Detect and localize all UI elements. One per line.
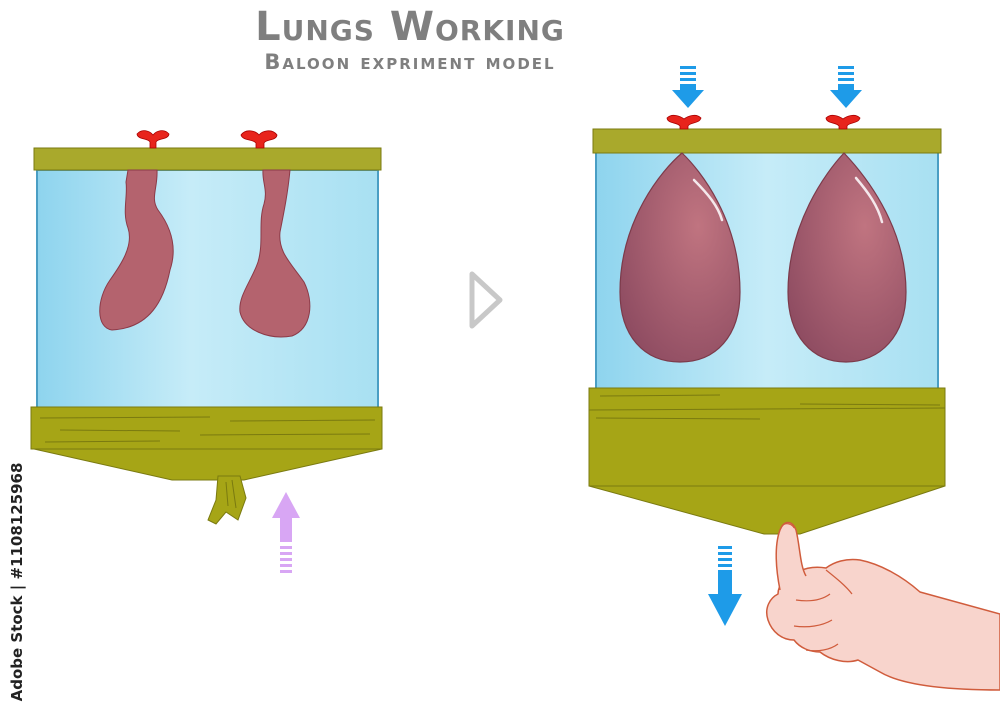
right-inflated-lung-1 [619,152,741,363]
air-in-arrow-1-icon [672,66,704,108]
left-valve-2 [240,130,278,149]
right-valve-2 [825,114,861,130]
right-lung-2-highlight [854,176,884,224]
right-jar-model [588,66,1000,691]
right-valve-1 [666,114,702,130]
left-diaphragm-membrane [33,448,383,481]
right-lung-1-highlight [692,178,724,222]
left-jar-lid [33,147,382,171]
right-band-wrinkles [588,394,946,420]
diagram-title: Lungs Working [255,4,565,50]
left-jar-glass [36,169,379,411]
left-band-wrinkles [39,416,376,443]
right-jar-lid [592,128,942,154]
air-in-arrow-2-icon [830,66,862,108]
diagram-subtitle: Baloon expriment model [264,50,556,74]
right-diaphragm-membrane [588,485,946,535]
pull-down-arrow-icon [708,546,742,626]
push-up-arrow-icon [272,492,300,573]
left-diaphragm-band [30,406,383,450]
transition-chevron-icon [469,271,503,329]
left-valve-1 [136,130,170,149]
right-diaphragm-band [588,387,946,487]
left-deflated-lung-1 [99,169,174,331]
left-deflated-lung-2 [239,169,311,338]
left-jar-model [30,130,383,573]
pulling-hand [766,521,1000,691]
